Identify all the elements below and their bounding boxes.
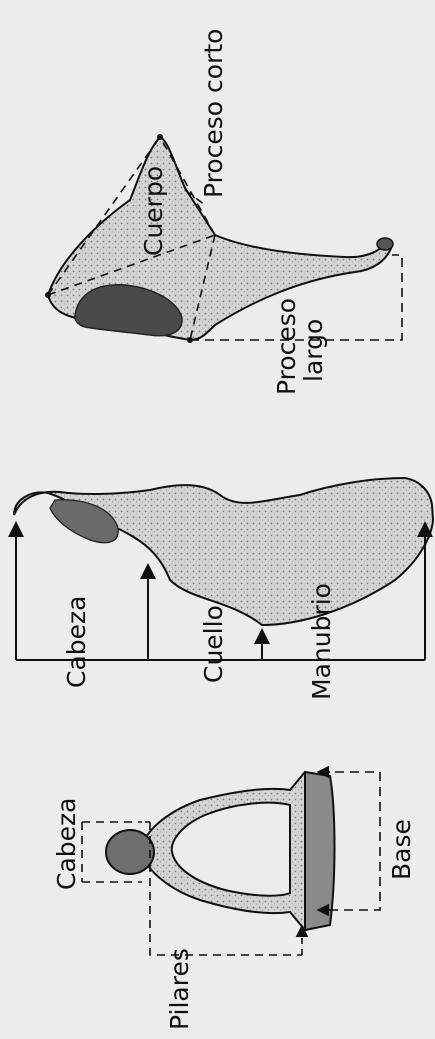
label-base: Base	[387, 819, 416, 880]
stapes-head	[106, 830, 154, 874]
label-proceso-largo-line2: largo	[299, 319, 328, 382]
incus-lenticular-process	[377, 238, 393, 250]
label-proceso-largo-line1: Proceso	[272, 298, 301, 395]
label-cabeza-malleus: Cabeza	[62, 596, 91, 688]
label-cuerpo: Cuerpo	[139, 166, 168, 256]
stapes-base-plate	[305, 772, 335, 930]
label-pilares: Pilares	[165, 948, 194, 1030]
label-manubrio: Manubrio	[307, 583, 336, 700]
label-proceso-corto: Proceso corto	[199, 29, 228, 198]
label-cabeza-stapes: Cabeza	[52, 798, 81, 890]
label-cuello: Cuello	[199, 605, 228, 683]
